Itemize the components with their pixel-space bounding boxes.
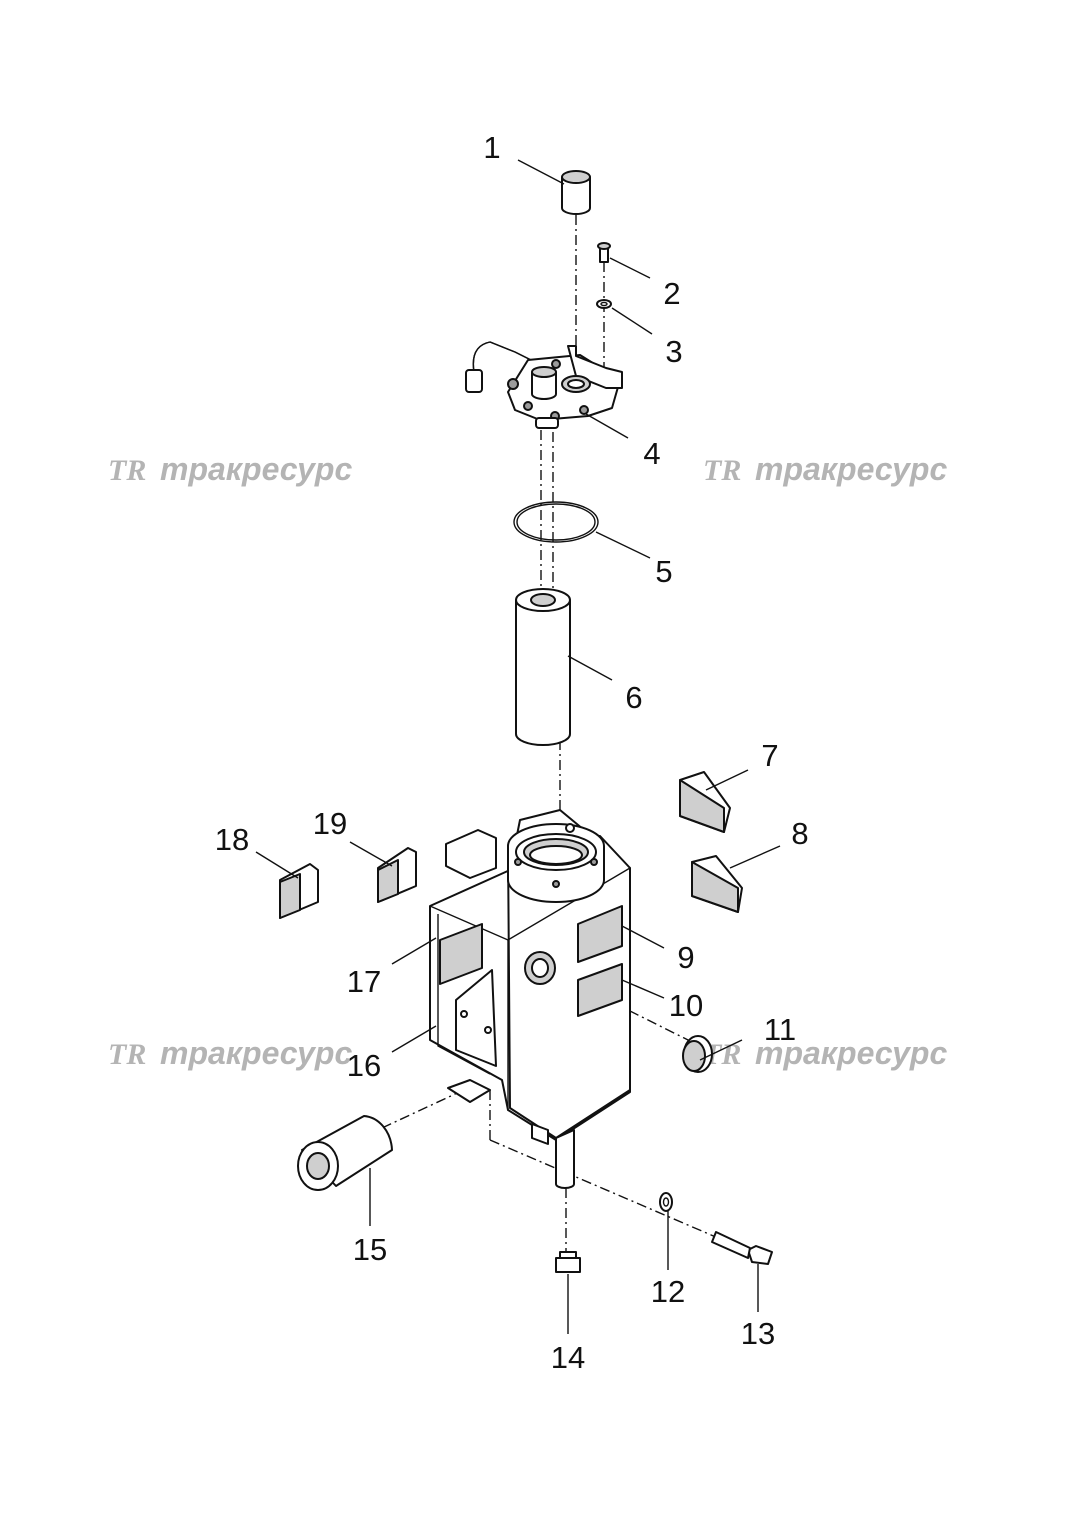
callout-4: 4 [643,436,660,471]
callout-16: 16 [347,1048,381,1083]
part-2-screw [597,242,611,263]
watermark-text: тракресурс [160,1035,352,1071]
callout-6: 6 [625,680,642,715]
callout-17: 17 [347,964,381,999]
callout-19: 19 [313,806,347,841]
watermark-text: тракресурс [755,1035,947,1071]
callout-3: 3 [665,334,682,369]
part-5-o-ring [513,501,599,543]
callout-2: 2 [663,276,680,311]
watermark-text: тракресурс [160,451,352,487]
callout-9: 9 [677,940,694,975]
part-7-pad [679,771,731,833]
watermark-logo: TR [108,1038,146,1071]
watermark-top-right: TR тракресурс [703,451,947,487]
callout-12: 12 [651,1274,685,1309]
part-1-cap [561,170,591,215]
callout-labels: 1 2 3 4 5 6 7 8 9 10 11 12 13 14 15 16 1… [215,130,809,1375]
watermark-bottom-left: TR тракресурс [108,1035,352,1071]
callout-13: 13 [741,1316,775,1351]
part-12-washer [659,1192,673,1212]
callout-1: 1 [483,130,500,165]
part-11-plug [682,1035,713,1073]
part-15-bushing [297,1115,393,1191]
callout-8: 8 [791,816,808,851]
watermark-logo: TR [108,454,146,487]
hydraulic-tank [429,809,631,1189]
callout-11: 11 [764,1012,796,1047]
watermark-logo: TR [703,454,741,487]
part-19-pad [377,847,417,903]
callout-14: 14 [551,1340,585,1375]
part-18-pad [279,863,319,919]
part-8-pad [691,855,743,913]
watermark-text: тракресурс [755,451,947,487]
callout-10: 10 [669,988,703,1023]
watermark-top-left: TR тракресурс [108,451,352,487]
part-3-washer [596,299,612,309]
callout-5: 5 [655,554,672,589]
leader-lines [255,159,781,1334]
part-13-bolt [711,1231,773,1265]
callout-18: 18 [215,822,249,857]
part-14-drain-plug [555,1251,581,1273]
part-4-filter-head [465,341,623,429]
callout-7: 7 [761,738,778,773]
callout-15: 15 [353,1232,387,1267]
part-6-filter-element [515,588,571,746]
